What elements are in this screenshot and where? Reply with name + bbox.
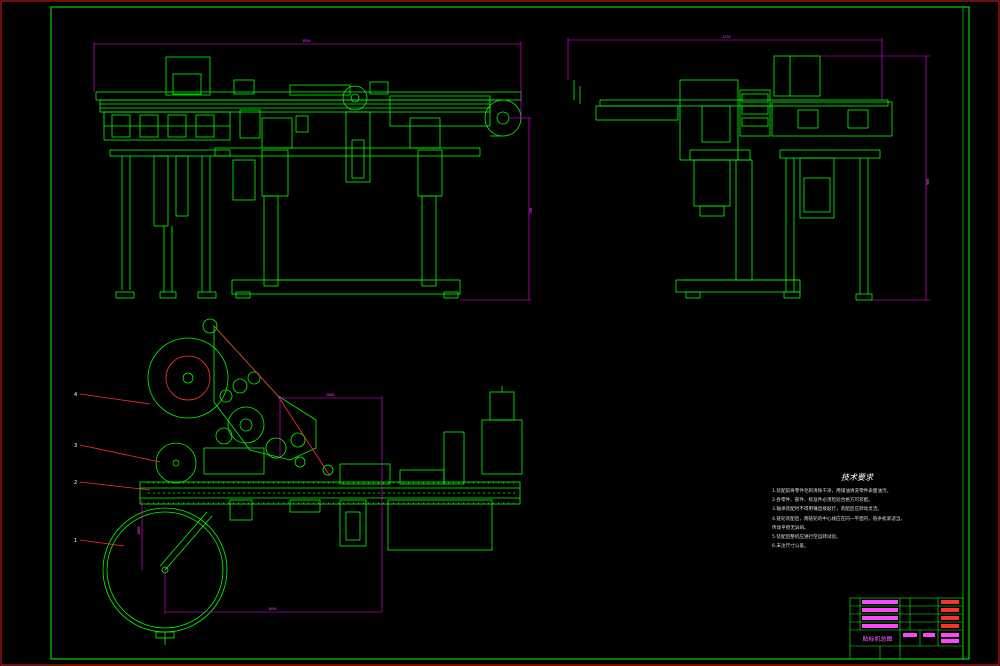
side-height-dim: 900 (926, 179, 930, 185)
side-width-dim: 1270 (722, 35, 730, 39)
part-tag-3: 3 (74, 443, 77, 449)
technical-notes-title: 技术要求 (841, 473, 873, 482)
side-dimensions (567, 38, 930, 301)
front-dimensions (93, 42, 532, 301)
drawing-name: 贴标机总图 (862, 636, 893, 643)
title-block (849, 597, 964, 660)
note-item: 4.链轮装配后，两链轮的中心线应在同一平面内，链条松紧适当， (772, 516, 906, 522)
top-annotations (79, 325, 331, 547)
note-item: 6.未注尺寸公差。 (772, 544, 809, 550)
top-dimensions (141, 396, 383, 614)
top-dim-a: 2000 (326, 393, 334, 397)
technical-notes: 技术要求 1.装配前将零件毛刺清除干净，用煤油清洗零件表面油污。 2.各零件、部… (772, 472, 962, 551)
front-height-dim: 700 (529, 208, 533, 214)
front-width-dim: 1920 (302, 39, 310, 43)
top-view (102, 318, 523, 645)
part-tag-4: 4 (74, 392, 77, 398)
part-tag-2: 2 (74, 480, 77, 486)
conveyor-chain (148, 482, 515, 504)
note-item: 1.装配前将零件毛刺清除干净，用煤油清洗零件表面油污。 (772, 489, 892, 494)
note-item: 传动平稳无异响。 (772, 525, 809, 531)
part-tag-1: 1 (74, 538, 77, 544)
side-view (573, 55, 893, 301)
note-item: 5.装配后整机应进行空运转试验。 (772, 535, 841, 541)
drawing-border (50, 6, 970, 660)
front-view (95, 56, 522, 299)
top-dim-b: 1000 (137, 527, 141, 535)
title-block-fills (862, 600, 959, 643)
top-dim-c: 1650 (268, 607, 276, 611)
note-item: 3.轴承装配时不得用锤直接敲打，装配后应转动灵活。 (772, 507, 883, 513)
note-item: 2.各零件、部件、标准件必须检验合格方可装配。 (772, 498, 873, 504)
